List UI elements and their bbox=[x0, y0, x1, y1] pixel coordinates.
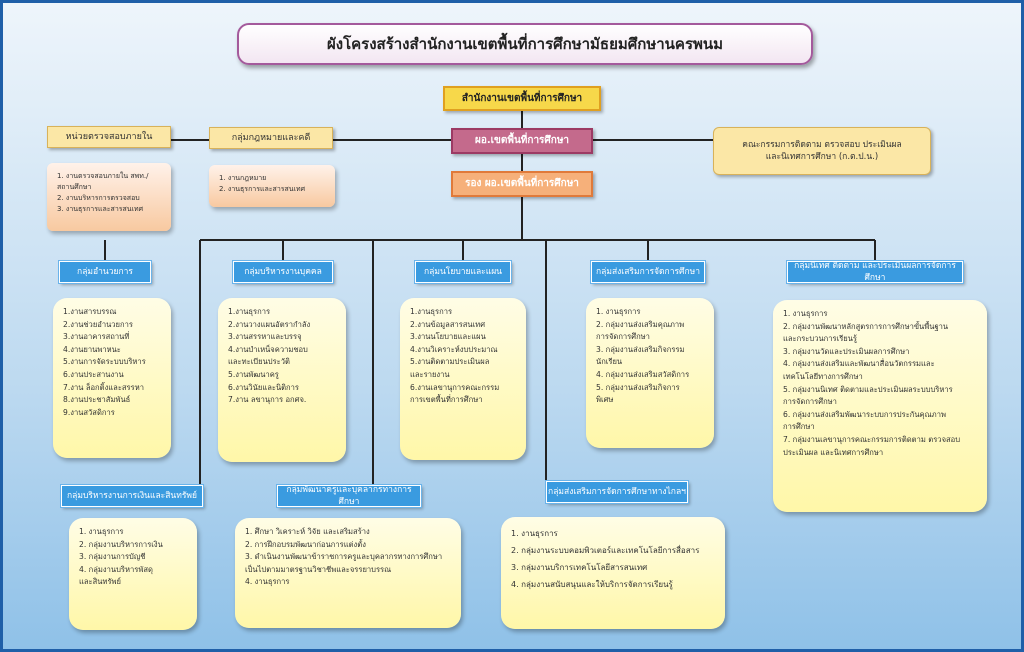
list-item: 1. งานธุรการ bbox=[783, 309, 828, 318]
audit-content: 1. งานตรวจสอบภายใน สพท./ สถานศึกษา 2. งา… bbox=[47, 163, 171, 231]
list-item: 2. การฝึกอบรมพัฒนาก่อนการแต่งตั้ง bbox=[245, 539, 366, 549]
group-content-personnel: 1.งานธุรการ 2.งานวางแผนอัตรากำลัง 3.งานส… bbox=[218, 298, 346, 462]
list-item: 2.งานข้อมูลสารสนเทศ bbox=[410, 319, 486, 329]
list-item: 4.งานบำเหน็จความชอบ และทะเบียนประวัติ bbox=[228, 344, 308, 367]
list-item: 4. งานธุรการ bbox=[245, 577, 290, 587]
list-item: 5.งานติดตามประเมินผล และรายงาน bbox=[410, 357, 490, 379]
legal-content: 1. งานกฎหมาย 2. งานธุรการและสารสนเทศ bbox=[209, 165, 335, 207]
list-item: 6. กลุ่มงานส่งเสริมพัฒนาระบบการประกันคุณ… bbox=[783, 409, 946, 432]
list-item: 2. งานธุรการและสารสนเทศ bbox=[219, 185, 306, 193]
list-item: 2. กลุ่มงานส่งเสริมคุณภาพ การจัดการศึกษา bbox=[596, 319, 685, 342]
deputy-box: รอง ผอ.เขตพื้นที่การศึกษา bbox=[451, 171, 593, 197]
list-item: 1. ศึกษา วิเคราะห์ วิจัย และเสริมสร้าง bbox=[245, 527, 370, 536]
group-content-teacher-development: 1. ศึกษา วิเคราะห์ วิจัย และเสริมสร้าง 2… bbox=[235, 518, 461, 628]
list-item: 4. กลุ่มงานบริหารพัสดุ และสินทรัพย์ bbox=[79, 564, 153, 587]
office-box: สำนักงานเขตพื้นที่การศึกษา bbox=[443, 86, 601, 111]
group-header-supervision: กลุ่มนิเทศ ติดตาม และประเมินผลการจัดการศ… bbox=[786, 260, 964, 284]
list-item: 6.งานเลขานุการคณะกรรม การเขตพื้นที่การศึ… bbox=[410, 382, 500, 405]
list-item: 7. กลุ่มงานเลขานุการคณะกรรมการติดตาม ตรว… bbox=[783, 434, 961, 457]
list-item: 3. กลุ่มงานการบัญชี bbox=[79, 552, 146, 562]
group-header-teacher-development: กลุ่มพัฒนาครูและบุคลากรทางการศึกษา bbox=[276, 484, 422, 508]
list-item: 4. กลุ่มงานสนับสนุนและให้บริการจัดการเรี… bbox=[511, 580, 673, 589]
list-item: 1. งานธุรการ bbox=[596, 307, 641, 316]
list-item: 2. กลุ่มงานบริหารการเงิน bbox=[79, 539, 163, 549]
group-content-promotion: 1. งานธุรการ 2. กลุ่มงานส่งเสริมคุณภาพ ก… bbox=[586, 298, 714, 448]
list-item: 6.งานประสานงาน bbox=[63, 369, 124, 379]
list-item: 7.งาน ล็อกติ้งและสรรหา bbox=[63, 382, 144, 392]
list-item: 3. กลุ่มงานส่งเสริมกิจกรรม นักเรียน bbox=[596, 344, 685, 367]
list-item: 1. งานกฎหมาย bbox=[219, 174, 267, 182]
legal-header: กลุ่มกฎหมายและคดี bbox=[209, 127, 333, 149]
list-item: 5. กลุ่มงานนิเทศ ติดตามและประเมินผลระบบบ… bbox=[783, 384, 953, 407]
group-header-promotion: กลุ่มส่งเสริมการจัดการศึกษา bbox=[590, 260, 706, 284]
list-item: 1.งานธุรการ bbox=[410, 307, 453, 316]
list-item: 1. งานธุรการ bbox=[511, 529, 558, 538]
audit-header: หน่วยตรวจสอบภายใน bbox=[47, 126, 171, 148]
group-content-supervision: 1. งานธุรการ 2. กลุ่มงานพัฒนาหลักสูตรการ… bbox=[773, 300, 987, 512]
list-item: 4.งานวิเคราะห์งบประมาณ bbox=[410, 344, 498, 354]
list-item: 3. ดำเนินงานพัฒนาข้าราชการครูและบุคลากรท… bbox=[245, 552, 443, 574]
list-item: 3.งานอาคารสถานที่ bbox=[63, 332, 130, 342]
list-item: 1.งานธุรการ bbox=[228, 307, 271, 316]
list-item: 7.งาน ลขานุการ อกศจ. bbox=[228, 395, 307, 405]
list-item: 2. กลุ่มงานระบบคอมพิวเตอร์และเทคโนโลยีกา… bbox=[511, 546, 700, 555]
group-content-finance: 1. งานธุรการ 2. กลุ่มงานบริหารการเงิน 3.… bbox=[69, 518, 197, 630]
list-item: 3.งานสรรหาและบรรจุ bbox=[228, 332, 302, 342]
group-content-policy: 1.งานธุรการ 2.งานข้อมูลสารสนเทศ 3.งานนโย… bbox=[400, 298, 526, 460]
group-content-distance-learning: 1. งานธุรการ 2. กลุ่มงานระบบคอมพิวเตอร์แ… bbox=[501, 517, 725, 629]
list-item: 6.งานวินัยและนิติการ bbox=[228, 382, 300, 392]
list-item: 1.งานสารบรรณ bbox=[63, 307, 117, 316]
group-header-administration: กลุ่มอำนวยการ bbox=[58, 260, 152, 284]
list-item: 8.งานประชาสัมพันธ์ bbox=[63, 395, 131, 405]
group-content-administration: 1.งานสารบรรณ 2.งานช่วยอำนวยการ 3.งานอาคา… bbox=[53, 298, 171, 458]
list-item: 5.งานพัฒนาครู bbox=[228, 369, 279, 379]
list-item: 4. กลุ่มงานส่งเสริมและพัฒนาสื่อนวัตกรรมแ… bbox=[783, 359, 935, 381]
group-header-distance-learning: กลุ่มส่งเสริมการจัดการศึกษาทางไกลฯ bbox=[545, 480, 689, 504]
list-item: 2.งานช่วยอำนวยการ bbox=[63, 319, 133, 329]
group-header-policy: กลุ่มนโยบายและแผน bbox=[414, 260, 512, 284]
list-item: 4.งานยานพาหนะ bbox=[63, 344, 121, 354]
list-item: 1. งานตรวจสอบภายใน สพท./ สถานศึกษา bbox=[57, 172, 149, 191]
list-item: 2.งานวางแผนอัตรากำลัง bbox=[228, 319, 311, 329]
list-item: 3. กลุ่มงานบริการเทคโนโลยีสารสนเทศ bbox=[511, 563, 648, 572]
list-item: 1. งานธุรการ bbox=[79, 527, 124, 536]
list-item: 3. กลุ่มงานวัดและประเมินผลการศึกษา bbox=[783, 346, 910, 356]
list-item: 3.งานนโยบายและแผน bbox=[410, 332, 486, 342]
group-header-finance: กลุ่มบริหารงานการเงินและสินทรัพย์ bbox=[60, 484, 204, 508]
committee-box: คณะกรรมการติดตาม ตรวจสอบ ประเมินผล และนิ… bbox=[713, 127, 931, 175]
director-box: ผอ.เขตพื้นที่การศึกษา bbox=[451, 128, 593, 154]
list-item: 2. งานบริหารการตรวจสอบ bbox=[57, 194, 140, 202]
list-item: 5.งานการจัดระบบบริหาร bbox=[63, 357, 146, 367]
list-item: 4. กลุ่มงานส่งเสริมสวัสดิการ bbox=[596, 369, 690, 379]
list-item: 9.งานสวัสดิการ bbox=[63, 407, 115, 417]
page-title: ผังโครงสร้างสำนักงานเขตพื้นที่การศึกษามั… bbox=[237, 23, 813, 65]
list-item: 5. กลุ่มงานส่งเสริมกิจการ พิเศษ bbox=[596, 382, 680, 405]
group-header-personnel: กลุ่มบริหารงานบุคคล bbox=[232, 260, 334, 284]
list-item: 2. กลุ่มงานพัฒนาหลักสูตรการการศึกษาขั้นพ… bbox=[783, 321, 949, 344]
list-item: 3. งานธุรการและสารสนเทศ bbox=[57, 205, 144, 213]
